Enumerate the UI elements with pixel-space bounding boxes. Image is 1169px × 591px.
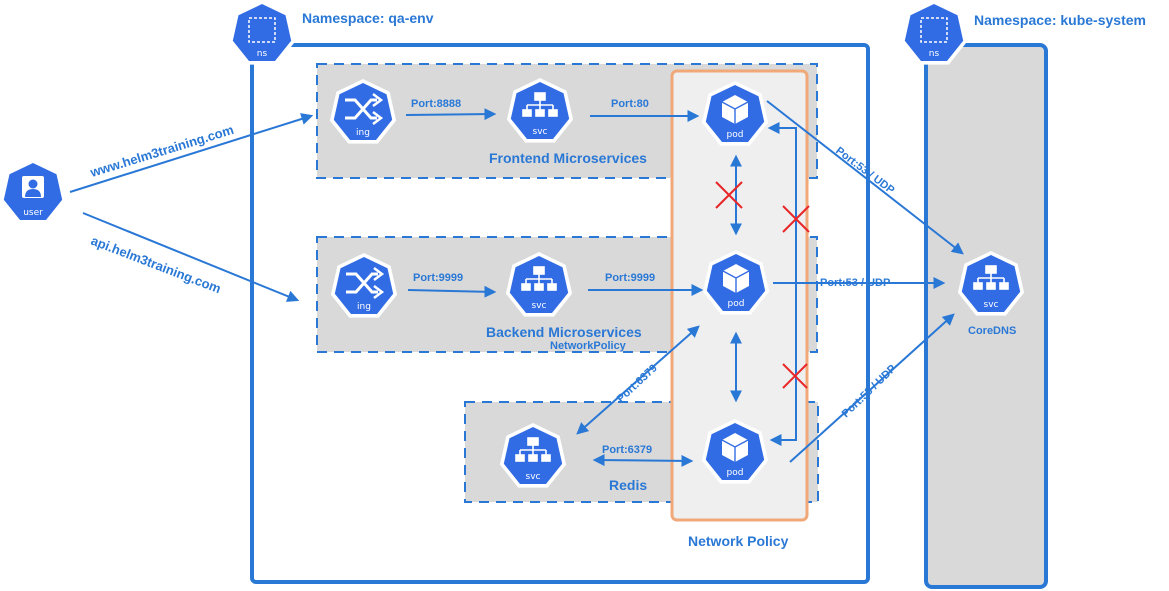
service-icon-label: svc bbox=[984, 300, 999, 310]
backend-networkpolicy-label: NetworkPolicy bbox=[550, 340, 627, 352]
pod-icon-label: pod bbox=[728, 299, 745, 309]
coredns-label: CoreDNS bbox=[968, 325, 1016, 337]
port-fe-svc-pod: Port:80 bbox=[611, 98, 649, 110]
frontend-pod-icon: pod bbox=[701, 81, 769, 146]
redis-group-label: Redis bbox=[609, 477, 647, 493]
arrow-frontend-ing-to-svc bbox=[405, 108, 497, 121]
arrow-redis-pod-to-coredns bbox=[789, 313, 955, 463]
backend-ingress-icon: ing bbox=[330, 253, 398, 318]
port-redis-diag: Port:6379 bbox=[615, 362, 660, 405]
arrow-backend-ing-to-svc bbox=[407, 285, 497, 298]
backend-service-icon: svc bbox=[505, 252, 573, 317]
arrow-redis-svc-pod bbox=[592, 454, 694, 467]
blocked-x-icon bbox=[715, 181, 743, 209]
service-icon-label: svc bbox=[532, 301, 547, 311]
namespace-qa-env-label: Namespace: qa-env bbox=[302, 10, 434, 26]
port-be-svc-pod: Port:9999 bbox=[605, 272, 655, 284]
ns-icon-label: ns bbox=[257, 49, 268, 59]
arrow-user-to-frontend-ingress bbox=[69, 113, 314, 193]
kube-system-namespace-frame bbox=[924, 43, 1048, 589]
ns-icon-kube-system: ns bbox=[900, 0, 968, 65]
port-dns-backend: Port:53 / UDP bbox=[820, 277, 890, 289]
arrow-frontend-pod-to-coredns bbox=[766, 100, 964, 255]
qa-env-namespace-frame bbox=[250, 43, 870, 584]
frontend-service-icon: svc bbox=[506, 78, 574, 143]
port-be-ing-svc: Port:9999 bbox=[413, 272, 463, 284]
user-icon-label: user bbox=[23, 208, 43, 218]
frontend-ingress-icon: ing bbox=[329, 79, 397, 144]
port-fe-ing-svc: Port:8888 bbox=[411, 98, 461, 110]
blocked-x-icon bbox=[782, 205, 810, 233]
ns-icon-label: ns bbox=[929, 49, 940, 59]
user-icon: user bbox=[0, 159, 67, 224]
port-redis-svc-pod: Port:6379 bbox=[602, 444, 652, 456]
frontend-group-label: Frontend Microservices bbox=[489, 150, 647, 166]
arrow-backend-pod-to-redis-svc bbox=[576, 325, 700, 435]
redis-pod-icon: pod bbox=[701, 419, 769, 484]
backend-pod-icon: pod bbox=[702, 250, 770, 315]
blocked-x-icon bbox=[782, 363, 808, 389]
pod-icon-label: pod bbox=[727, 130, 744, 140]
service-icon-label: svc bbox=[533, 127, 548, 137]
redis-service-icon: svc bbox=[499, 423, 567, 488]
url-frontend: www.helm3training.com bbox=[88, 122, 236, 180]
arrow-user-to-backend-ingress bbox=[82, 212, 300, 302]
backend-group-label: Backend Microservices bbox=[486, 324, 642, 340]
ns-icon-qa-env: ns bbox=[228, 0, 296, 65]
service-icon-label: svc bbox=[526, 472, 541, 482]
namespace-kube-system-label: Namespace: kube-system bbox=[974, 12, 1146, 28]
pod-icon-label: pod bbox=[727, 468, 744, 478]
network-policy-label: Network Policy bbox=[688, 533, 789, 549]
coredns-service-icon: svc bbox=[957, 251, 1025, 316]
ingress-icon-label: ing bbox=[357, 302, 371, 312]
ingress-icon-label: ing bbox=[356, 128, 370, 138]
port-dns-frontend: Port:53 / UDP bbox=[833, 145, 896, 197]
